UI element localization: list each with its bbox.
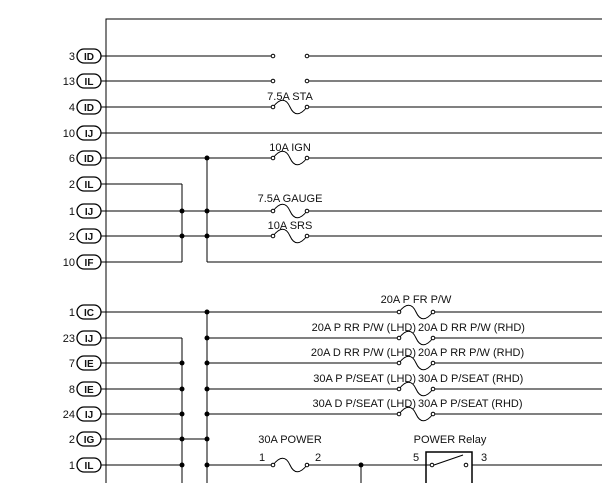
connector-pin: 2 IG — [69, 431, 106, 447]
connector-pin: 1 IC — [69, 304, 106, 320]
wires — [106, 53, 602, 483]
relay-label: POWER Relay — [414, 434, 487, 446]
connector-code: IJ — [85, 410, 93, 421]
fuse-p-seat-rhd-label: 30A P P/SEAT (RHD) — [418, 398, 523, 410]
connector-pin: 6 ID — [69, 150, 106, 166]
connector-pin: 8 IE — [69, 381, 106, 397]
connector-code: IE — [84, 385, 94, 396]
pin-number: 10 — [63, 257, 75, 269]
pin-number: 1 — [69, 307, 75, 319]
power-relay — [425, 451, 473, 483]
junction-block-outline — [105, 18, 602, 483]
connector-code: ID — [84, 154, 94, 165]
connector-code: IJ — [85, 334, 93, 345]
pin-number: 3 — [69, 51, 75, 63]
pin-number: 23 — [63, 333, 75, 345]
connector-code: IJ — [85, 129, 93, 140]
connector-pin: 7 IE — [69, 355, 106, 371]
pin-number: 10 — [63, 128, 75, 140]
fuse-p-rr-pw-rhd-label: 20A P RR P/W (RHD) — [418, 347, 524, 359]
connector-code: IJ — [85, 232, 93, 243]
connector-pin: 2 IJ — [69, 228, 106, 244]
connector-code: IF — [85, 258, 94, 269]
fuse-p-rr-pw-lhd-label: 20A P RR P/W (LHD) — [312, 322, 416, 334]
fuse-d-seat-lhd-label: 30A D P/SEAT (LHD) — [312, 398, 416, 410]
pin-number: 4 — [69, 102, 75, 114]
connector-code: IL — [85, 77, 94, 88]
connector-code: IC — [84, 308, 94, 319]
connector-pin: 13 IL — [63, 73, 106, 89]
pin-number: 6 — [69, 153, 75, 165]
fuse-gauge-label: 7.5A GAUGE — [258, 193, 323, 205]
fuse-ign-label: 10A IGN — [269, 142, 311, 154]
pin-number: 8 — [69, 384, 75, 396]
connector-code: ID — [84, 103, 94, 114]
connector-pin: 24 IJ — [63, 406, 106, 422]
fuse-d-rr-pw-rhd-label: 20A D RR P/W (RHD) — [418, 322, 525, 334]
fuse-sta-label: 7.5A STA — [267, 91, 313, 103]
fuse-p-fr-pw-label: 20A P FR P/W — [381, 294, 452, 306]
fuse-power-label: 30A POWER — [258, 434, 322, 446]
connector-pin: 23 IJ — [63, 330, 106, 346]
connector-pin: 1 IJ — [69, 203, 106, 219]
relay-pin5: 5 — [413, 452, 419, 464]
pin-number: 2 — [69, 179, 75, 191]
connector-code: IJ — [85, 207, 93, 218]
fuse-labels: 7.5A STA 10A IGN 7.5A GAUGE 10A SRS 20A … — [258, 91, 525, 464]
connector-code: ID — [84, 52, 94, 63]
fuse-d-rr-pw-lhd-label: 20A D RR P/W (LHD) — [311, 347, 416, 359]
pin-number: 1 — [69, 206, 75, 218]
connector-pin: 4 ID — [69, 99, 106, 115]
fuse-srs-label: 10A SRS — [268, 220, 313, 232]
pin-number: 2 — [69, 434, 75, 446]
pin-number: 7 — [69, 358, 75, 370]
pin-number: 24 — [63, 409, 75, 421]
connector-code: IG — [84, 435, 95, 446]
fuse-power-pin1: 1 — [259, 452, 265, 464]
pin-number: 1 — [69, 460, 75, 472]
connector-code: IL — [85, 461, 94, 472]
connector-pin: 3 ID — [69, 48, 106, 64]
connector-pin: 1 IL — [69, 457, 106, 473]
pin-number: 2 — [69, 231, 75, 243]
fuse-d-seat-rhd-label: 30A D P/SEAT (RHD) — [418, 373, 523, 385]
connector-code: IL — [85, 180, 94, 191]
fuse-p-seat-lhd-label: 30A P P/SEAT (LHD) — [313, 373, 416, 385]
fuse-power-pin2: 2 — [315, 452, 321, 464]
relay-pin3: 3 — [481, 452, 487, 464]
connector-pin: 10 IJ — [63, 125, 106, 141]
pin-number: 13 — [63, 76, 75, 88]
connector-code: IE — [84, 359, 94, 370]
connector-pin: 2 IL — [69, 176, 106, 192]
connector-pin: 10 IF — [63, 254, 106, 270]
